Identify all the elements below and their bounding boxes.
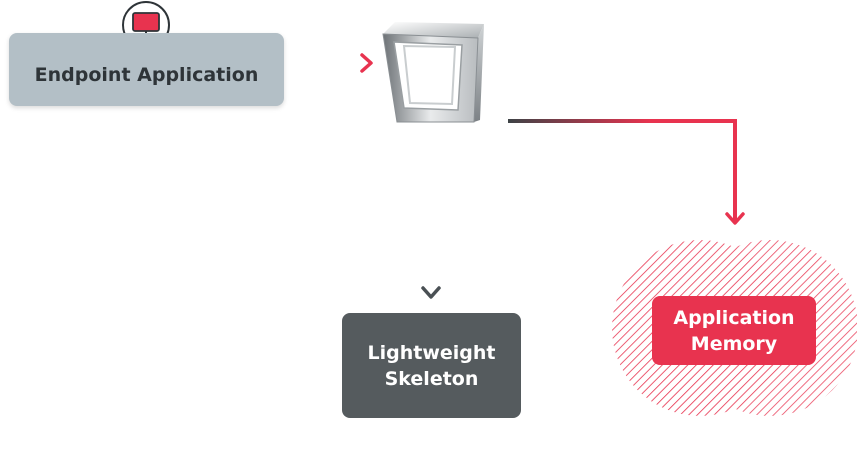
window-frame-icon (382, 22, 484, 123)
endpoint-application-label: Endpoint Application (34, 64, 259, 86)
lightweight-skeleton-label: Lightweight Skeleton (367, 341, 496, 390)
arrow-frame-to-skeleton (421, 142, 441, 299)
lightweight-skeleton-box (342, 313, 521, 418)
application-memory-label: Application Memory (673, 306, 795, 355)
application-memory-box (652, 296, 816, 365)
endpoint-application-box (9, 33, 284, 106)
arrow-frame-to-memory (508, 119, 745, 225)
arrow-endpoint-to-frame (285, 53, 373, 73)
